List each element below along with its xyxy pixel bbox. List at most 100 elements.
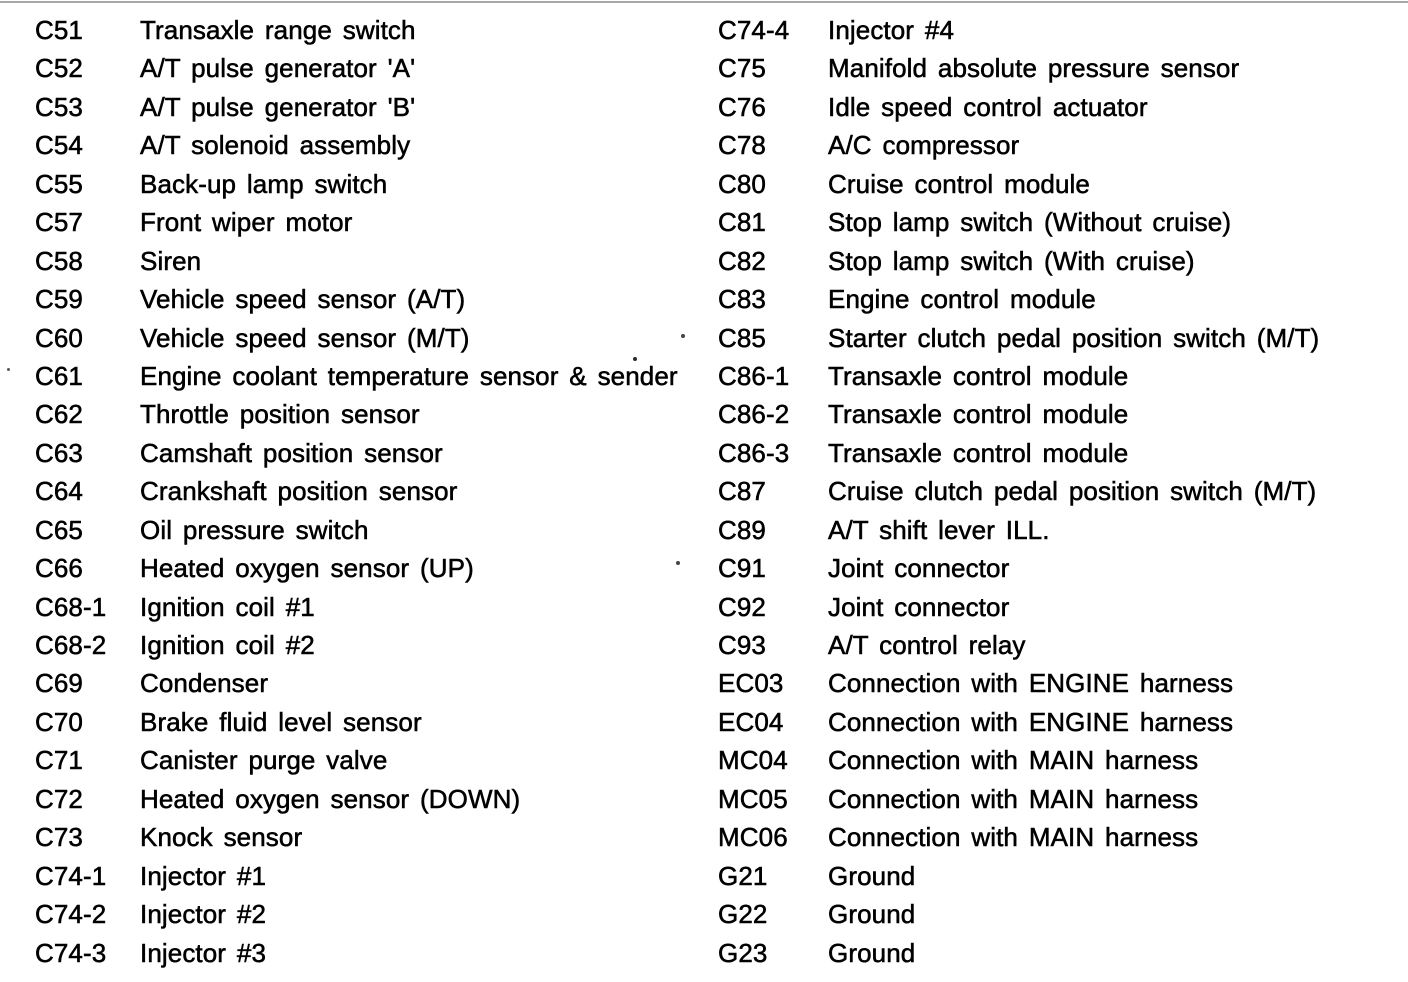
- table-row: C72 Heated oxygen sensor (DOWN): [35, 780, 703, 818]
- connector-description: Connection with ENGINE harness: [828, 706, 1234, 738]
- table-row: C74-1 Injector #1: [35, 857, 703, 895]
- connector-description: A/T pulse generator 'B': [140, 91, 416, 123]
- connector-description: A/C compressor: [828, 130, 1020, 161]
- table-row: C62 Throttle position sensor: [35, 395, 703, 433]
- scan-speck: [676, 561, 680, 565]
- connector-description: Connection with ENGINE harness: [828, 668, 1234, 699]
- connector-code: C91: [718, 553, 766, 584]
- connector-description: Transaxle control module: [828, 437, 1129, 469]
- connector-code: C68-1: [35, 591, 107, 622]
- connector-description: Engine control module: [828, 284, 1096, 315]
- connector-description: Back-up lamp switch: [140, 168, 388, 199]
- table-row: C81 Stop lamp switch (Without cruise): [718, 203, 1406, 241]
- connector-description: Injector #3: [140, 937, 267, 968]
- connector-code: EC04: [718, 706, 784, 738]
- table-row: C65 Oil pressure switch: [35, 511, 703, 549]
- connector-description: Camshaft position sensor: [140, 437, 443, 469]
- table-row: C86-3 Transaxle control module: [718, 434, 1406, 472]
- connector-code: C80: [718, 168, 766, 199]
- connector-code: C72: [35, 783, 83, 814]
- connector-code: C92: [718, 591, 766, 622]
- connector-description: Engine coolant temperature sensor & send…: [140, 360, 678, 392]
- connector-description: Starter clutch pedal position switch (M/…: [828, 322, 1320, 353]
- table-row: C74-2 Injector #2: [35, 895, 703, 933]
- table-row: MC05 Connection with MAIN harness: [718, 780, 1406, 818]
- table-row: C58 Siren: [35, 242, 703, 280]
- table-row: C70 Brake fluid level sensor: [35, 703, 703, 741]
- connector-description: Condenser: [140, 668, 269, 699]
- scan-speck: [681, 334, 685, 338]
- connector-description: Stop lamp switch (Without cruise): [828, 207, 1232, 238]
- connector-code: C53: [35, 91, 83, 123]
- connector-code: C76: [718, 91, 766, 123]
- connector-code: C66: [35, 553, 83, 584]
- table-row: C89 A/T shift lever ILL.: [718, 511, 1406, 549]
- connector-description: Heated oxygen sensor (UP): [140, 553, 474, 584]
- connector-code: G22: [718, 899, 768, 930]
- connector-code: C78: [718, 130, 766, 161]
- connector-description: Knock sensor: [140, 822, 303, 853]
- connector-code: C74-4: [718, 15, 790, 46]
- connector-list-right-column: C74-4 Injector #4 C75 Manifold absolute …: [718, 11, 1406, 972]
- connector-code: C57: [35, 207, 83, 238]
- connector-description: Injector #1: [140, 860, 267, 891]
- table-row: C68-1 Ignition coil #1: [35, 588, 703, 626]
- connector-code: C59: [35, 284, 83, 315]
- connector-code: C63: [35, 437, 83, 469]
- connector-code: C87: [718, 476, 766, 507]
- table-row: G22 Ground: [718, 895, 1406, 933]
- connector-code: G21: [718, 860, 768, 891]
- table-row: C85 Starter clutch pedal position switch…: [718, 319, 1406, 357]
- table-row: C87 Cruise clutch pedal position switch …: [718, 472, 1406, 510]
- table-row: C71 Canister purge valve: [35, 741, 703, 779]
- connector-description: Front wiper motor: [140, 207, 353, 238]
- table-row: G23 Ground: [718, 934, 1406, 972]
- connector-description: Transaxle control module: [828, 360, 1129, 392]
- table-row: C86-1 Transaxle control module: [718, 357, 1406, 395]
- connector-code: C71: [35, 745, 83, 776]
- connector-description: Joint connector: [828, 553, 1010, 584]
- connector-description: Transaxle range switch: [140, 15, 416, 46]
- table-row: C54 A/T solenoid assembly: [35, 126, 703, 164]
- table-row: C52 A/T pulse generator 'A': [35, 49, 703, 87]
- table-row: EC03 Connection with ENGINE harness: [718, 664, 1406, 702]
- table-row: EC04 Connection with ENGINE harness: [718, 703, 1406, 741]
- table-row: C91 Joint connector: [718, 549, 1406, 587]
- connector-list-left-column: C51 Transaxle range switch C52 A/T pulse…: [35, 11, 703, 972]
- connector-description: Connection with MAIN harness: [828, 822, 1199, 853]
- connector-description: Transaxle control module: [828, 399, 1129, 430]
- connector-code: C85: [718, 322, 766, 353]
- connector-code: C74-2: [35, 899, 107, 930]
- table-row: C57 Front wiper motor: [35, 203, 703, 241]
- connector-description: Ignition coil #2: [140, 630, 315, 661]
- table-row: MC06 Connection with MAIN harness: [718, 818, 1406, 856]
- connector-code: C75: [718, 53, 766, 84]
- table-row: C76 Idle speed control actuator: [718, 88, 1406, 126]
- connector-code: C64: [35, 476, 83, 507]
- connector-code: C69: [35, 668, 83, 699]
- scan-artifact-line: [0, 1, 1408, 3]
- connector-description: A/T control relay: [828, 630, 1026, 661]
- table-row: C83 Engine control module: [718, 280, 1406, 318]
- connector-code: C93: [718, 630, 766, 661]
- connector-code: C82: [718, 245, 766, 276]
- connector-description: Throttle position sensor: [140, 399, 420, 430]
- table-row: C74-3 Injector #3: [35, 934, 703, 972]
- connector-description: Vehicle speed sensor (M/T): [140, 322, 470, 353]
- connector-description: Injector #2: [140, 899, 267, 930]
- table-row: C66 Heated oxygen sensor (UP): [35, 549, 703, 587]
- table-row: C78 A/C compressor: [718, 126, 1406, 164]
- table-row: C64 Crankshaft position sensor: [35, 472, 703, 510]
- scan-speck: [7, 368, 10, 371]
- connector-code: C65: [35, 514, 83, 545]
- connector-code: MC06: [718, 822, 788, 853]
- table-row: C61 Engine coolant temperature sensor & …: [35, 357, 703, 395]
- connector-description: Oil pressure switch: [140, 514, 369, 545]
- connector-description: A/T solenoid assembly: [140, 130, 411, 161]
- connector-code: C61: [35, 360, 83, 392]
- table-row: C59 Vehicle speed sensor (A/T): [35, 280, 703, 318]
- table-row: C92 Joint connector: [718, 588, 1406, 626]
- connector-description: Siren: [140, 245, 202, 276]
- connector-description: Ignition coil #1: [140, 591, 315, 622]
